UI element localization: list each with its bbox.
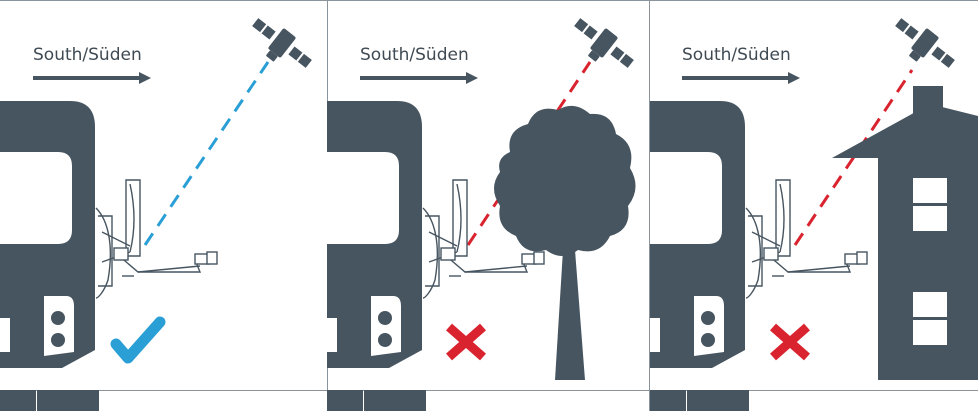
direction-label: South/Süden [682,45,791,65]
signal-line-blocked [466,61,592,246]
satellite-icon [885,11,960,80]
house-obstacle [832,86,978,380]
direction-arrow-icon [680,70,802,86]
direction-label: South/Süden [360,45,469,65]
satellite-icon [242,11,317,80]
checkmark-icon [110,316,166,364]
motorhome-with-dish [0,100,218,411]
panel-house-obstacle: South/Süden [649,11,978,411]
tree-obstacle [494,105,636,380]
direction-label: South/Süden [33,45,142,65]
direction-arrow-icon [358,70,480,86]
satellite-icon [564,11,639,80]
cross-icon [773,327,807,357]
motorhome-with-dish [649,100,868,411]
panel-clear-view: South/Süden [0,11,317,411]
panel-tree-obstacle: South/Süden [326,11,639,411]
signal-line-clear [143,61,270,246]
cross-icon [449,327,483,357]
direction-arrow-icon [31,70,153,86]
